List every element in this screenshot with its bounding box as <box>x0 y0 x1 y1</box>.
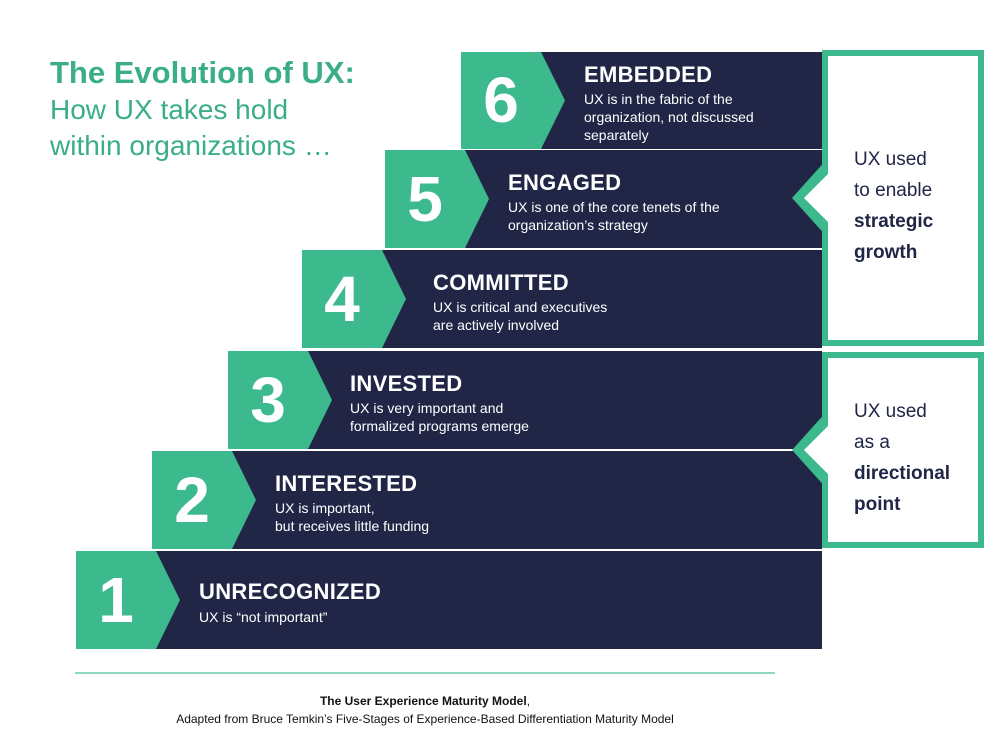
step-2-arrow-icon <box>232 451 256 549</box>
step-3-arrow-icon <box>308 351 332 449</box>
step-3-desc-line2: formalized programs emerge <box>350 418 529 434</box>
step-4-description: UX is critical and executives are active… <box>433 298 607 334</box>
step-6-label: EMBEDDED <box>584 62 713 87</box>
step-2-desc-line1: UX is important, <box>275 500 375 516</box>
step-4-desc-line2: are actively involved <box>433 317 560 333</box>
step-4: 4 COMMITTED UX is critical and executive… <box>302 250 822 348</box>
step-1-label: UNRECOGNIZED <box>199 579 382 604</box>
step-2-description: UX is important, but receives little fun… <box>275 499 429 535</box>
step-1-number: 1 <box>98 564 134 636</box>
step-4-desc-line1: UX is critical and executives <box>433 299 608 315</box>
callout-strategic-text: UX used to enable strategic growth <box>854 144 933 268</box>
callout-directional-text: UX used as a directional point <box>854 396 950 520</box>
footer-divider <box>75 672 775 674</box>
step-5-number-box: 5 <box>385 150 489 248</box>
step-5-desc-line1: UX is one of the core tenets of the <box>508 199 720 215</box>
callout-strategic-growth: UX used to enable strategic growth <box>822 50 984 346</box>
step-6-number: 6 <box>483 64 519 136</box>
step-3-label: INVESTED <box>350 371 463 396</box>
callout-strategic-line3: strategic <box>854 211 934 232</box>
step-6-arrow-icon <box>541 52 565 149</box>
callout-directional-line4: point <box>854 494 901 515</box>
footer-comma: , <box>526 694 531 708</box>
page-title: The Evolution of UX: <box>50 55 355 90</box>
step-4-label: COMMITTED <box>433 270 569 295</box>
callout-strategic-line1: UX used <box>854 149 927 170</box>
footer-line1: The User Experience Maturity Model, <box>0 694 850 708</box>
callout-directional-point: UX used as a directional point <box>822 352 984 548</box>
step-1-desc-line1: UX is “not important” <box>199 609 328 625</box>
step-6-number-box: 6 <box>461 52 565 149</box>
callout-directional-line2: as a <box>854 432 890 453</box>
title-block: The Evolution of UX: How UX takes hold w… <box>50 56 355 164</box>
step-5-label: ENGAGED <box>508 170 622 195</box>
step-1-description: UX is “not important” <box>199 608 327 626</box>
step-5-description: UX is one of the core tenets of the orga… <box>508 198 720 234</box>
step-3-number: 3 <box>250 364 286 436</box>
step-5: 5 ENGAGED UX is one of the core tenets o… <box>385 150 822 248</box>
step-1-number-box: 1 <box>76 551 180 649</box>
page-subtitle-line1: How UX takes hold <box>50 94 289 125</box>
callout-strategic-line4: growth <box>854 242 918 263</box>
step-2-number-box: 2 <box>152 451 256 549</box>
step-1-arrow-icon <box>156 551 180 649</box>
step-6-desc-line1: UX is in the fabric of the <box>584 91 733 107</box>
step-2: 2 INTERESTED UX is important, but receiv… <box>152 451 822 549</box>
step-6-desc-line2: organization, not discussed <box>584 109 754 125</box>
step-5-arrow-icon <box>465 150 489 248</box>
footer-model-name: The User Experience Maturity Model <box>319 694 527 708</box>
step-5-number: 5 <box>407 163 443 235</box>
step-2-desc-line2: but receives little funding <box>275 518 430 534</box>
callout-strategic-pointer-icon <box>792 158 834 238</box>
callout-directional-pointer-icon <box>792 410 834 490</box>
step-6-description: UX is in the fabric of the organization,… <box>584 90 754 144</box>
callout-directional-line3: directional <box>854 463 951 484</box>
callout-strategic-line2: to enable <box>854 180 933 201</box>
step-6: 6 EMBEDDED UX is in the fabric of the or… <box>461 52 822 149</box>
step-4-number-box: 4 <box>302 250 406 348</box>
step-3: 3 INVESTED UX is very important and form… <box>228 351 822 449</box>
step-3-description: UX is very important and formalized prog… <box>350 399 529 435</box>
step-1: 1 UNRECOGNIZED UX is “not important” <box>76 551 822 649</box>
callout-directional-line1: UX used <box>854 401 927 422</box>
step-4-arrow-icon <box>382 250 406 348</box>
step-2-number: 2 <box>174 464 210 536</box>
page-subtitle-line2: within organizations … <box>50 130 332 161</box>
footer-line2: Adapted from Bruce Temkin’s Five-Stages … <box>176 712 674 726</box>
step-4-number: 4 <box>324 263 360 335</box>
step-6-desc-line3: separately <box>584 127 649 143</box>
step-5-desc-line2: organization’s strategy <box>508 217 648 233</box>
step-3-desc-line1: UX is very important and <box>350 400 504 416</box>
step-2-label: INTERESTED <box>275 471 418 496</box>
step-3-number-box: 3 <box>228 351 332 449</box>
